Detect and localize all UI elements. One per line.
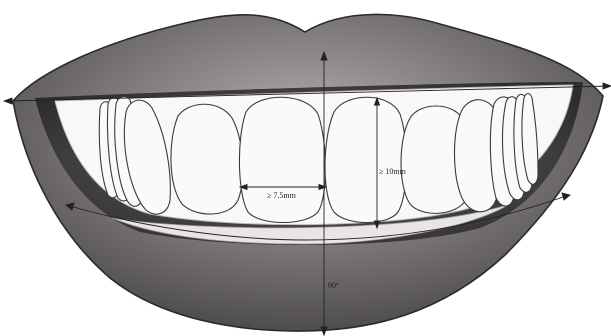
tooth-right-central [325, 97, 407, 222]
tooth-height-label: ≥ 10mm [379, 167, 407, 176]
tooth-left-central [239, 97, 325, 222]
tooth-width-label: ≥ 7.5mm [267, 191, 297, 200]
tooth-left-lateral [171, 104, 243, 214]
angle-label: 90° [328, 281, 339, 290]
